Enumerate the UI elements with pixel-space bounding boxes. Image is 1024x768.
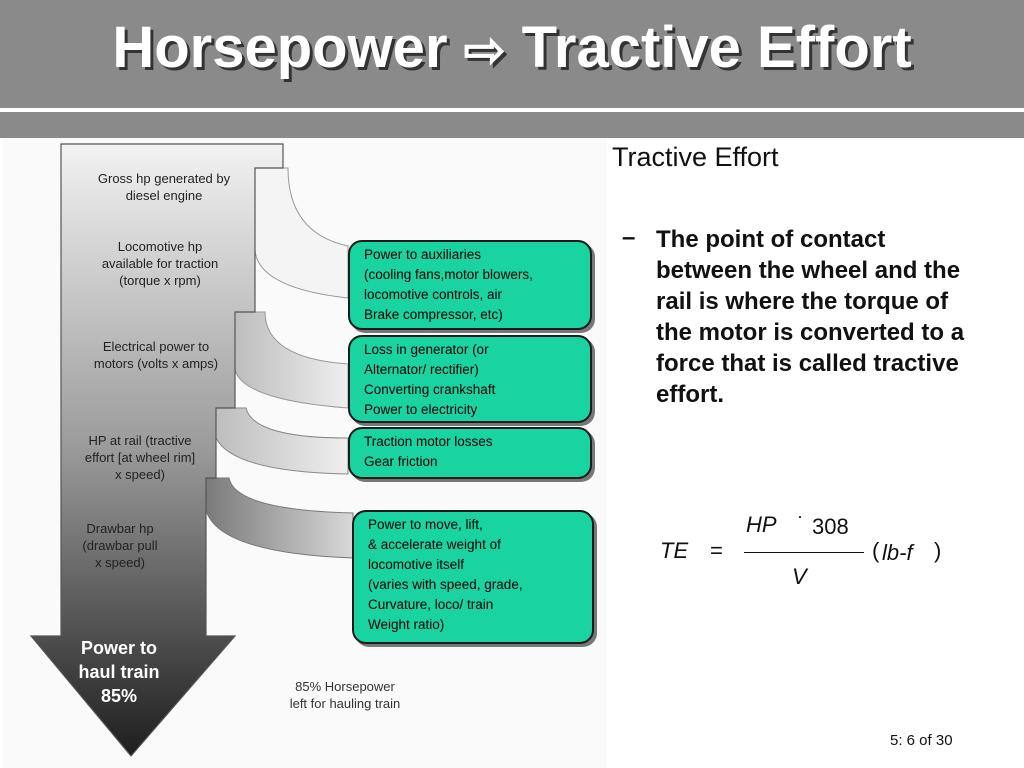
formula-dot: ·	[797, 506, 803, 526]
stage-text: Locomotive hp available for traction (to…	[101, 239, 219, 288]
power-flow-graphic	[29, 143, 354, 757]
stage-text: Electrical power to motors (volts x amps…	[93, 339, 219, 371]
formula-numerator-hp: HP	[746, 512, 777, 537]
callout-traction-loss: Traction motor losses Gear friction	[348, 427, 592, 479]
formula-equals: =	[710, 538, 723, 563]
branch-locomotive-weight	[205, 477, 354, 559]
power-to-haul-label: Power to haul train 85%	[51, 636, 187, 708]
stage-text: Gross hp generated by diesel engine	[97, 171, 231, 203]
stage-label-gross-hp: Gross hp generated by diesel engine	[69, 170, 259, 204]
stage-text: Drawbar hp (drawbar pull x speed)	[82, 521, 158, 570]
main-power-arrow	[29, 143, 284, 757]
stage-label-electrical-power: Electrical power to motors (volts x amps…	[61, 338, 251, 372]
bullet-text: The point of contact between the wheel a…	[656, 226, 965, 408]
callout-locomotive-weight: Power to move, lift, & accelerate weight…	[352, 510, 594, 644]
callout-generator-loss: Loss in generator (or Alternator/ rectif…	[348, 335, 592, 423]
formula-unit-open: (	[872, 538, 880, 563]
title-right: Tractive Effort	[521, 15, 912, 80]
formula-unit-close: )	[934, 538, 942, 563]
power-label-text: Power to haul train 85%	[78, 638, 160, 706]
formula-numerator-const: 308	[812, 514, 849, 539]
horsepower-note: 85% Horsepower left for hauling train	[265, 678, 425, 712]
stage-text: HP at rail (tractive effort [at wheel ri…	[84, 433, 196, 482]
branch-traction-loss	[215, 407, 349, 475]
section-title: Tractive Effort	[612, 142, 779, 172]
header-lower-band	[0, 112, 1024, 138]
formula-denominator: V	[792, 564, 807, 589]
note-text: 85% Horsepower left for hauling train	[289, 679, 401, 711]
stage-label-hp-at-rail: HP at rail (tractive effort [at wheel ri…	[45, 432, 235, 483]
formula-lhs: TE	[660, 538, 689, 563]
branch-auxiliaries	[254, 167, 349, 299]
fraction-bar	[744, 552, 864, 553]
title-left: Horsepower	[112, 15, 448, 80]
bullet-dash: –	[622, 224, 636, 251]
stage-label-locomotive-hp: Locomotive hp available for traction (to…	[65, 238, 255, 289]
branch-generator-loss	[234, 311, 349, 409]
callout-auxiliaries: Power to auxiliaries (cooling fans,motor…	[348, 240, 592, 330]
header-bar	[0, 0, 1024, 108]
tractive-effort-formula: TE = HP · 308 V ( lb-f )	[650, 506, 970, 596]
header-divider	[0, 108, 1024, 112]
stage-label-drawbar-hp: Drawbar hp (drawbar pull x speed)	[25, 520, 215, 571]
formula-unit: lb-f	[882, 540, 913, 565]
power-flow-diagram: Gross hp generated by diesel engine Loco…	[3, 138, 607, 768]
slide-title: Horsepower ⇨ Tractive Effort	[0, 14, 1024, 81]
slide-number: 5: 6 of 30	[890, 732, 953, 749]
right-arrow-icon: ⇨	[463, 22, 506, 78]
